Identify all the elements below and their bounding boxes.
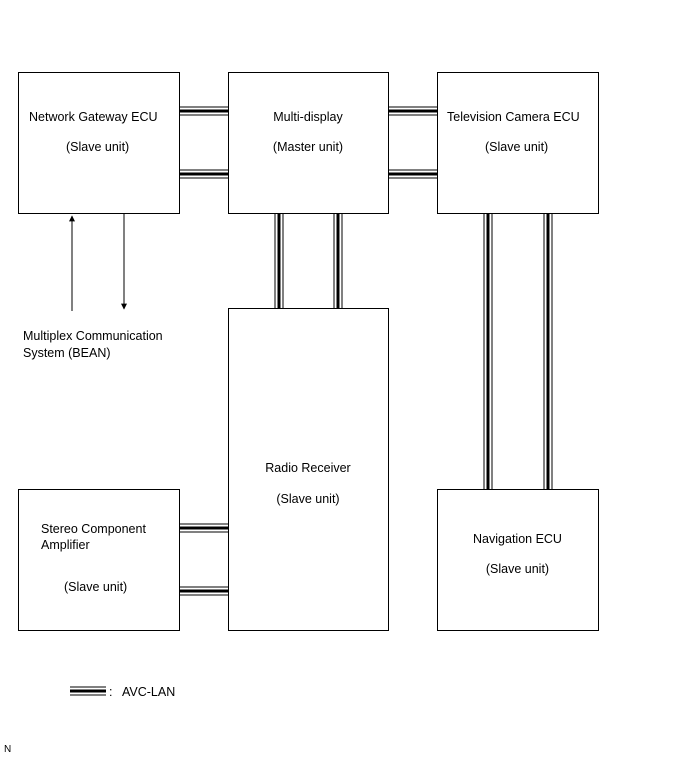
stereo-amplifier-role: (Slave unit) — [64, 580, 128, 594]
radio-receiver-name: Radio Receiver — [265, 461, 351, 475]
navigation-ecu-box: Navigation ECU (Slave unit) — [437, 489, 599, 631]
television-camera-ecu-role: (Slave unit) — [485, 140, 549, 154]
avc-lan-multidisplay-tvcamera-lower — [388, 169, 438, 179]
avc-lan-gateway-multidisplay-lower — [179, 169, 229, 179]
avc-lan-amplifier-radio-lower — [179, 586, 229, 596]
multiplex-communication-label-line1: Multiplex Communication — [23, 329, 163, 343]
stereo-amplifier-name-line2: Amplifier — [41, 538, 90, 552]
stereo-amplifier-name-line1: Stereo Component — [41, 522, 146, 536]
multi-display-role: (Master unit) — [272, 140, 344, 154]
corner-mark: N — [4, 744, 12, 755]
navigation-ecu-role: (Slave unit) — [485, 562, 550, 576]
avc-lan-gateway-multidisplay-upper — [179, 106, 229, 116]
stereo-component-amplifier-box: Stereo Component Amplifier (Slave unit) — [18, 489, 180, 631]
avc-lan-multidisplay-radio-right — [333, 213, 343, 309]
avc-lan-tvcamera-navigation-left — [483, 213, 493, 490]
television-camera-ecu-box: Television Camera ECU (Slave unit) — [437, 72, 599, 214]
avc-lan-tvcamera-navigation-right — [543, 213, 553, 490]
network-gateway-ecu-role: (Slave unit) — [66, 140, 130, 154]
navigation-ecu-name: Navigation ECU — [473, 532, 562, 546]
multi-display-box: Multi-display (Master unit) — [228, 72, 389, 214]
avc-lan-amplifier-radio-upper — [179, 523, 229, 533]
legend-avc-lan-symbol — [70, 686, 106, 696]
legend-avc-lan-label: AVC-LAN — [122, 685, 176, 699]
network-gateway-ecu-name: Network Gateway ECU — [29, 110, 158, 124]
radio-receiver-role: (Slave unit) — [276, 492, 340, 506]
radio-receiver-box: Radio Receiver (Slave unit) — [228, 308, 389, 631]
legend-separator: : — [109, 685, 113, 699]
avc-lan-multidisplay-tvcamera-upper — [388, 106, 438, 116]
multi-display-name: Multi-display — [273, 110, 343, 124]
television-camera-ecu-name: Television Camera ECU — [447, 110, 580, 124]
network-gateway-ecu-box: Network Gateway ECU (Slave unit) — [18, 72, 180, 214]
multiplex-communication-label-line2: System (BEAN) — [23, 346, 111, 360]
avc-lan-multidisplay-radio-left — [274, 213, 284, 309]
